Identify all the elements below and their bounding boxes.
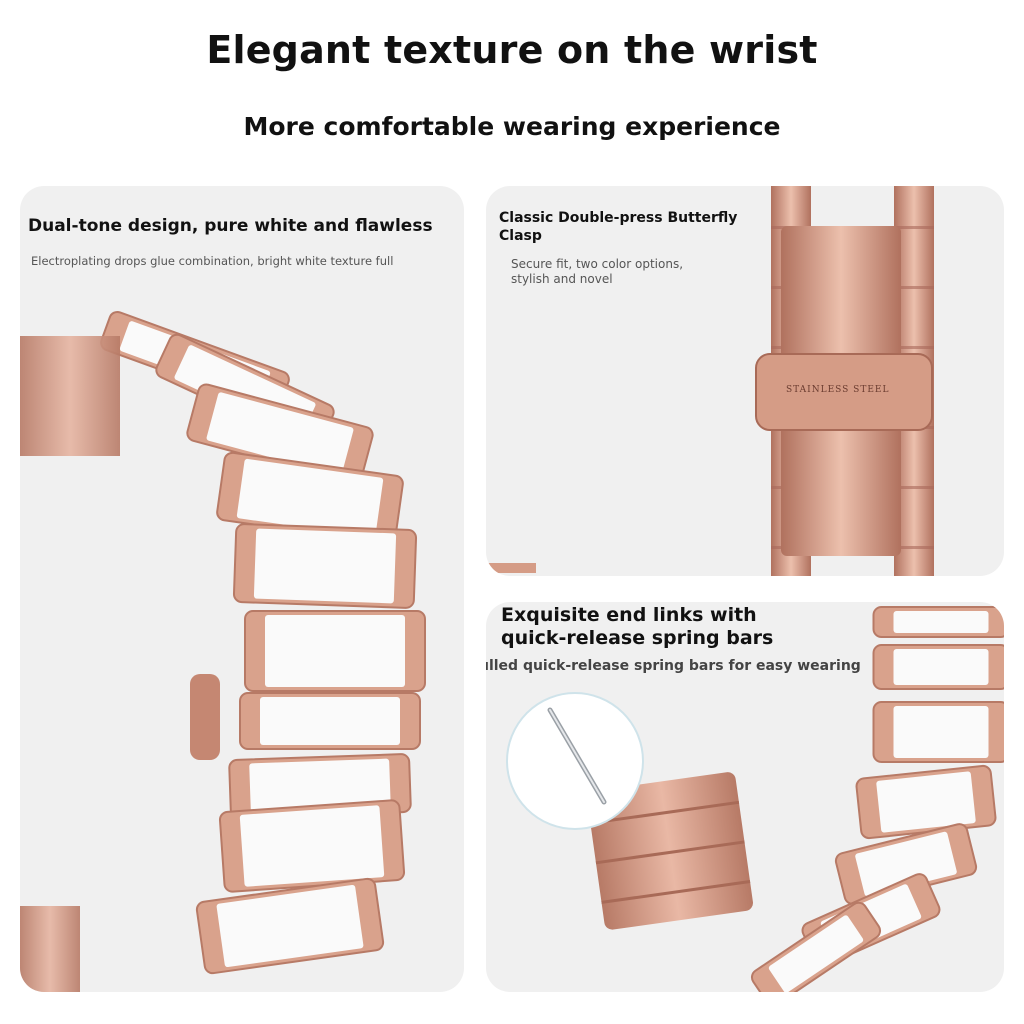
band-link (872, 644, 1004, 690)
card-title: Classic Double-press Butterfly Clasp (499, 210, 738, 244)
card-title: Dual-tone design, pure white and flawles… (28, 216, 433, 236)
band-link (195, 877, 385, 975)
band-link (872, 701, 1004, 763)
card-description: Electroplating drops glue combination, b… (31, 254, 394, 268)
band-link (244, 610, 426, 692)
band-link (239, 692, 421, 750)
band-link (750, 901, 882, 992)
band-link (855, 764, 997, 840)
card-description: Hand-pulled quick-release spring bars fo… (486, 658, 861, 674)
band-link (218, 799, 406, 893)
feature-card-butterfly-clasp: STAINLESS STEEL Classic Double-press But… (486, 186, 1004, 576)
feature-card-end-links: Exquisite end links with quick-release s… (486, 602, 1004, 992)
page-subtitle: More comfortable wearing experience (243, 112, 781, 141)
feature-card-dual-tone: Dual-tone design, pure white and flawles… (20, 186, 464, 992)
butterfly-clasp-image (486, 186, 934, 576)
watch-band-image (20, 310, 426, 992)
spring-bar-icon (547, 707, 607, 805)
spring-bar-detail (506, 692, 644, 830)
band-link (232, 523, 418, 609)
band-link (872, 606, 1004, 638)
end-links-image (587, 606, 1004, 992)
card-title: Exquisite end links with quick-release s… (501, 604, 774, 649)
band-link (216, 451, 404, 545)
card-description: Secure fit, two color options, stylish a… (511, 257, 684, 286)
page-title: Elegant texture on the wrist (206, 28, 818, 72)
clasp-engraving: STAINLESS STEEL (786, 385, 890, 395)
